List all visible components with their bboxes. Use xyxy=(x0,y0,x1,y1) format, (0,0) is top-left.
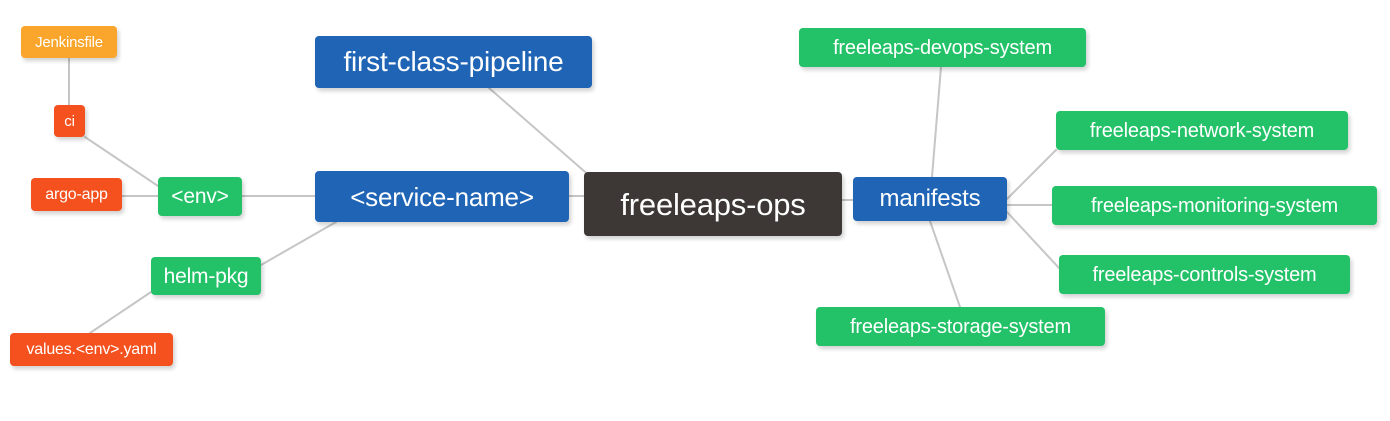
node-label-freeleaps-network-system: freeleaps-network-system xyxy=(1089,119,1315,142)
node-label-service-name: <service-name> xyxy=(350,181,534,212)
node-freeleaps-network-system[interactable]: freeleaps-network-system xyxy=(1056,111,1348,150)
node-freeleaps-ops[interactable]: freeleaps-ops xyxy=(584,172,842,236)
node-freeleaps-controls-system[interactable]: freeleaps-controls-system xyxy=(1059,255,1350,294)
node-manifests[interactable]: manifests xyxy=(853,177,1007,221)
node-ci[interactable]: ci xyxy=(54,105,85,137)
edge-manifests-network xyxy=(1006,149,1057,200)
node-service-name[interactable]: <service-name> xyxy=(315,171,569,222)
node-freeleaps-devops-system[interactable]: freeleaps-devops-system xyxy=(799,28,1086,67)
node-values-env-yaml[interactable]: values.<env>.yaml xyxy=(10,333,173,366)
node-label-jenkinsfile: Jenkinsfile xyxy=(35,33,103,51)
node-first-class-pipeline[interactable]: first-class-pipeline xyxy=(315,36,592,88)
node-label-ci: ci xyxy=(64,112,75,130)
node-label-values-env-yaml: values.<env>.yaml xyxy=(26,340,157,358)
edge-manifests-storage xyxy=(929,220,961,308)
node-label-freeleaps-ops: freeleaps-ops xyxy=(620,186,806,222)
node-jenkinsfile[interactable]: Jenkinsfile xyxy=(21,26,117,58)
node-label-env: <env> xyxy=(171,185,229,208)
node-label-freeleaps-controls-system: freeleaps-controls-system xyxy=(1092,263,1317,286)
edge-service-helm xyxy=(260,221,337,266)
node-label-manifests: manifests xyxy=(879,185,981,212)
node-freeleaps-monitoring-system[interactable]: freeleaps-monitoring-system xyxy=(1052,186,1377,225)
node-label-freeleaps-storage-system: freeleaps-storage-system xyxy=(850,315,1071,338)
edge-helm-values xyxy=(89,291,152,334)
node-argo-app[interactable]: argo-app xyxy=(31,178,122,211)
node-label-helm-pkg: helm-pkg xyxy=(163,264,249,288)
edge-ops-pipeline xyxy=(488,87,593,179)
node-label-first-class-pipeline: first-class-pipeline xyxy=(343,46,564,77)
node-helm-pkg[interactable]: helm-pkg xyxy=(151,257,261,295)
node-label-freeleaps-devops-system: freeleaps-devops-system xyxy=(833,36,1052,59)
node-label-freeleaps-monitoring-system: freeleaps-monitoring-system xyxy=(1091,194,1338,217)
edge-manifests-devops xyxy=(931,66,942,178)
node-label-argo-app: argo-app xyxy=(45,185,108,203)
node-env[interactable]: <env> xyxy=(158,177,242,216)
node-freeleaps-storage-system[interactable]: freeleaps-storage-system xyxy=(816,307,1105,346)
